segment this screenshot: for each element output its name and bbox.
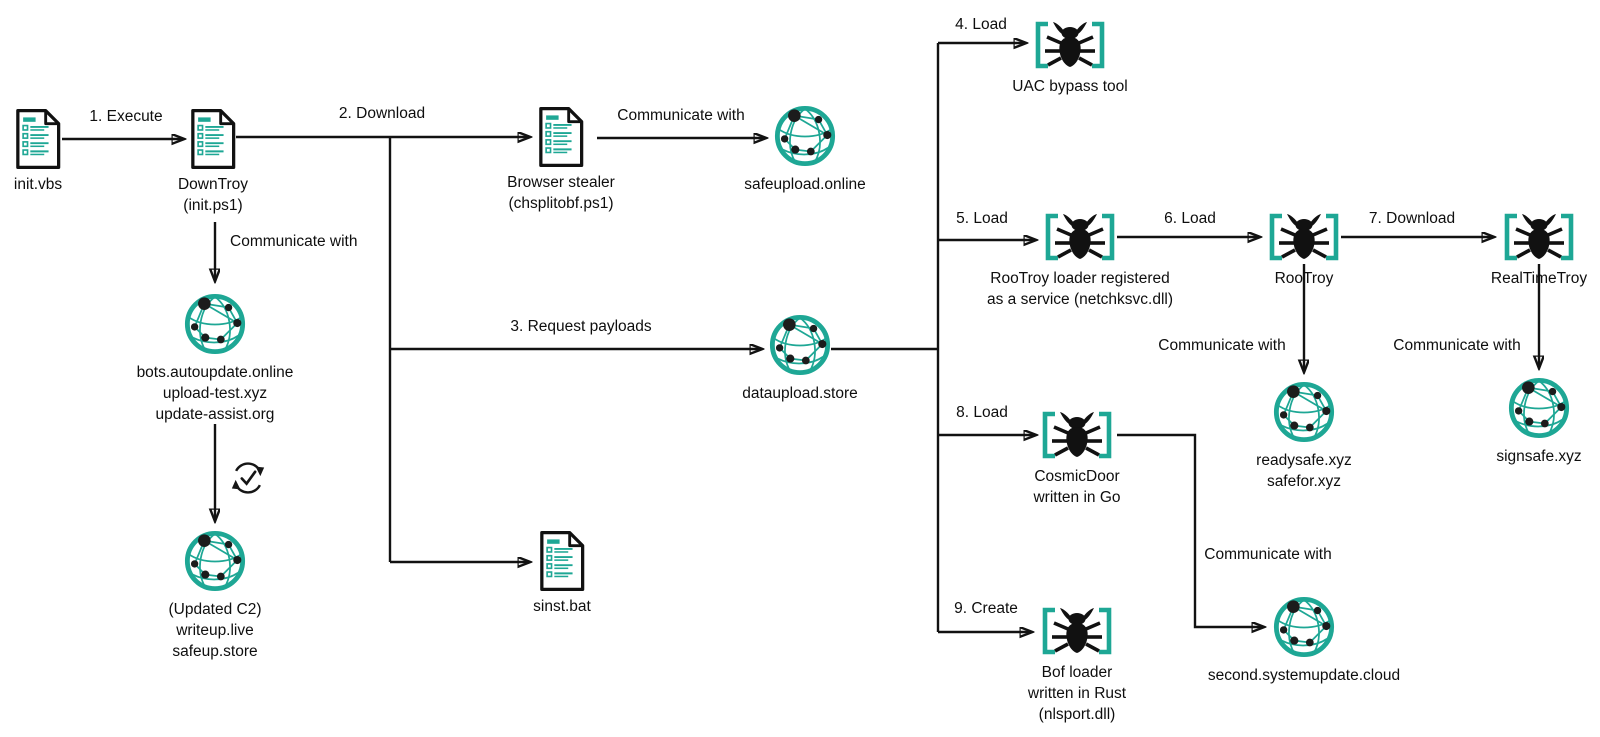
node-realtimetroy: RealTimeTroy <box>1409 212 1600 289</box>
edge-label-load6: 6. Load <box>1164 210 1216 227</box>
node-label: safeup.store <box>172 643 258 660</box>
node-label: sinst.bat <box>533 598 591 615</box>
globe-network-icon <box>768 313 832 377</box>
malware-bug-icon <box>1033 20 1107 70</box>
node-signsafe: signsafe.xyz <box>1409 376 1600 467</box>
node-sublabel: written in Go <box>1033 489 1121 506</box>
node-sublabel: as a service (netchksvc.dll) <box>986 291 1174 308</box>
edge-label-request-payloads: 3. Request payloads <box>510 318 652 335</box>
edge-label-execute: 1. Execute <box>89 108 163 125</box>
node-second-cloud: second.systemupdate.cloud <box>1174 595 1434 686</box>
globe-network-icon <box>1272 595 1336 659</box>
edge-label-download7: 7. Download <box>1368 210 1456 227</box>
globe-network-icon <box>773 104 837 168</box>
malware-bug-icon <box>1043 212 1117 262</box>
edge-label-load8: 8. Load <box>956 404 1008 421</box>
edge-label-communicate-cosmicdoor: Communicate with <box>1204 546 1332 563</box>
node-label: RooTroy loader registered <box>990 270 1170 287</box>
node-label: signsafe.xyz <box>1496 448 1582 465</box>
edge-label-load5: 5. Load <box>956 210 1008 227</box>
node-label: readysafe.xyz <box>1256 452 1352 469</box>
node-browser-stealer: Browser stealer (chsplitobf.ps1) <box>431 106 691 214</box>
node-sinst-bat: sinst.bat <box>432 530 692 617</box>
edge-label-download: 2. Download <box>338 105 426 122</box>
node-label: RooTroy <box>1274 270 1334 287</box>
malware-bug-icon <box>1040 606 1114 656</box>
edge-communicate-cosmicdoor <box>1117 433 1264 627</box>
node-sublabel: written in Rust <box>1027 685 1127 702</box>
node-label: dataupload.store <box>742 385 858 402</box>
node-label: Bof loader <box>1041 664 1113 681</box>
node-label: safefor.xyz <box>1266 473 1342 490</box>
edge-label-communicate-downtroy: Communicate with <box>230 233 358 250</box>
node-label: RealTimeTroy <box>1490 270 1588 287</box>
document-icon <box>189 108 237 170</box>
malware-bug-icon <box>1267 212 1341 262</box>
globe-network-icon <box>1507 376 1571 440</box>
sync-update-icon <box>229 459 267 502</box>
node-safeupload: safeupload.online <box>675 104 935 195</box>
node-label: update-assist.org <box>155 406 275 423</box>
edge-label-load4: 4. Load <box>955 16 1007 33</box>
node-cosmicdoor: CosmicDoor written in Go <box>947 410 1207 508</box>
node-label: init.vbs <box>13 176 63 193</box>
node-label: second.systemupdate.cloud <box>1207 667 1401 684</box>
node-sublabel: (init.ps1) <box>183 197 243 214</box>
node-label: DownTroy <box>177 176 249 193</box>
malware-bug-icon <box>1040 410 1114 460</box>
node-rootroy-loader: RooTroy loader registered as a service (… <box>950 212 1210 310</box>
node-updated-c2: (Updated C2) writeup.live safeup.store <box>85 529 345 662</box>
node-sublabel: (chsplitobf.ps1) <box>508 195 614 212</box>
node-dataupload: dataupload.store <box>670 313 930 404</box>
node-init-vbs: init.vbs <box>0 108 168 195</box>
node-downtroy: DownTroy (init.ps1) <box>83 108 343 216</box>
globe-network-icon <box>1272 380 1336 444</box>
node-uac-bypass: UAC bypass tool <box>940 20 1200 97</box>
globe-network-icon <box>183 529 247 593</box>
document-icon <box>537 106 585 168</box>
node-bof-loader: Bof loader written in Rust (nlsport.dll) <box>947 606 1207 725</box>
malware-bug-icon <box>1502 212 1576 262</box>
node-sublabel: (nlsport.dll) <box>1038 706 1116 723</box>
document-icon <box>538 530 586 592</box>
edge-label-communicate-realtimetroy: Communicate with <box>1393 337 1521 354</box>
edge-label-create9: 9. Create <box>954 600 1018 617</box>
node-rootroy: RooTroy <box>1174 212 1434 289</box>
node-label: CosmicDoor <box>1034 468 1120 485</box>
node-label: bots.autoupdate.online <box>136 364 294 381</box>
document-icon <box>14 108 62 170</box>
node-label: (Updated C2) <box>168 601 262 618</box>
node-label: Browser stealer <box>507 174 615 191</box>
node-label: writeup.live <box>176 622 254 639</box>
node-label: safeupload.online <box>744 176 866 193</box>
node-label: upload-test.xyz <box>162 385 268 402</box>
edge-label-communicate-browser: Communicate with <box>617 107 745 124</box>
globe-network-icon <box>183 292 247 356</box>
node-bots-c2: bots.autoupdate.online upload-test.xyz u… <box>85 292 345 425</box>
node-label: UAC bypass tool <box>1012 78 1128 95</box>
node-readysafe: readysafe.xyz safefor.xyz <box>1174 380 1434 492</box>
edge-label-communicate-rootroy: Communicate with <box>1158 337 1286 354</box>
